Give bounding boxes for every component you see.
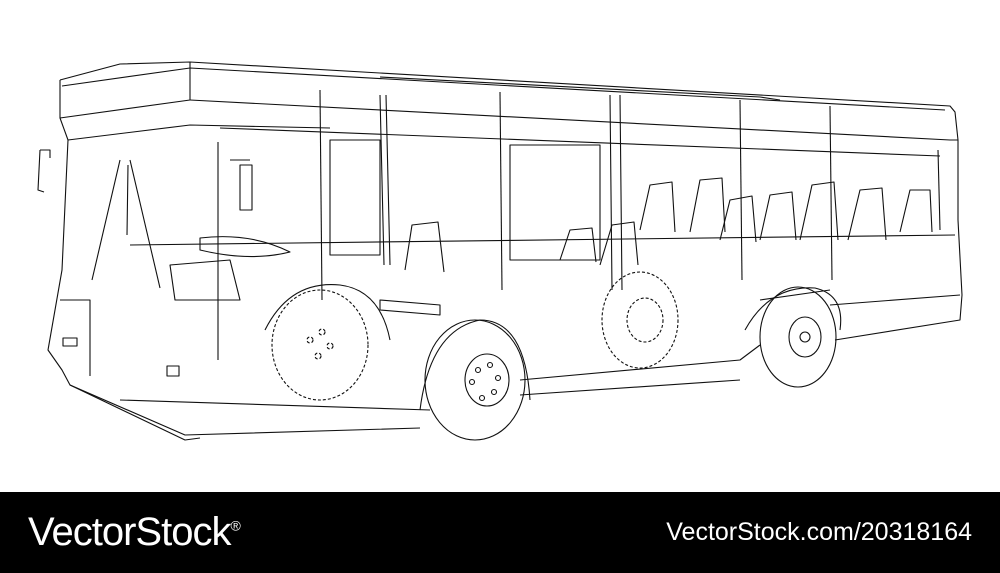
bus-wireframe-illustration [37,61,963,441]
watermark-bar: VectorStock® VectorStock.com/20318164 [0,492,1000,573]
passenger-seats [379,177,933,316]
rear-wheel [759,286,837,388]
bus-roof [59,61,959,141]
driver-area [169,159,291,301]
window-pillars [217,89,941,360]
bus-side [119,99,963,411]
front-wheel [424,319,526,441]
stock-id-text: VectorStock.com/20318164 [666,518,972,546]
brand-logo: VectorStock® [28,510,241,554]
far-side-wheels [271,271,679,401]
bus-front [37,117,421,441]
